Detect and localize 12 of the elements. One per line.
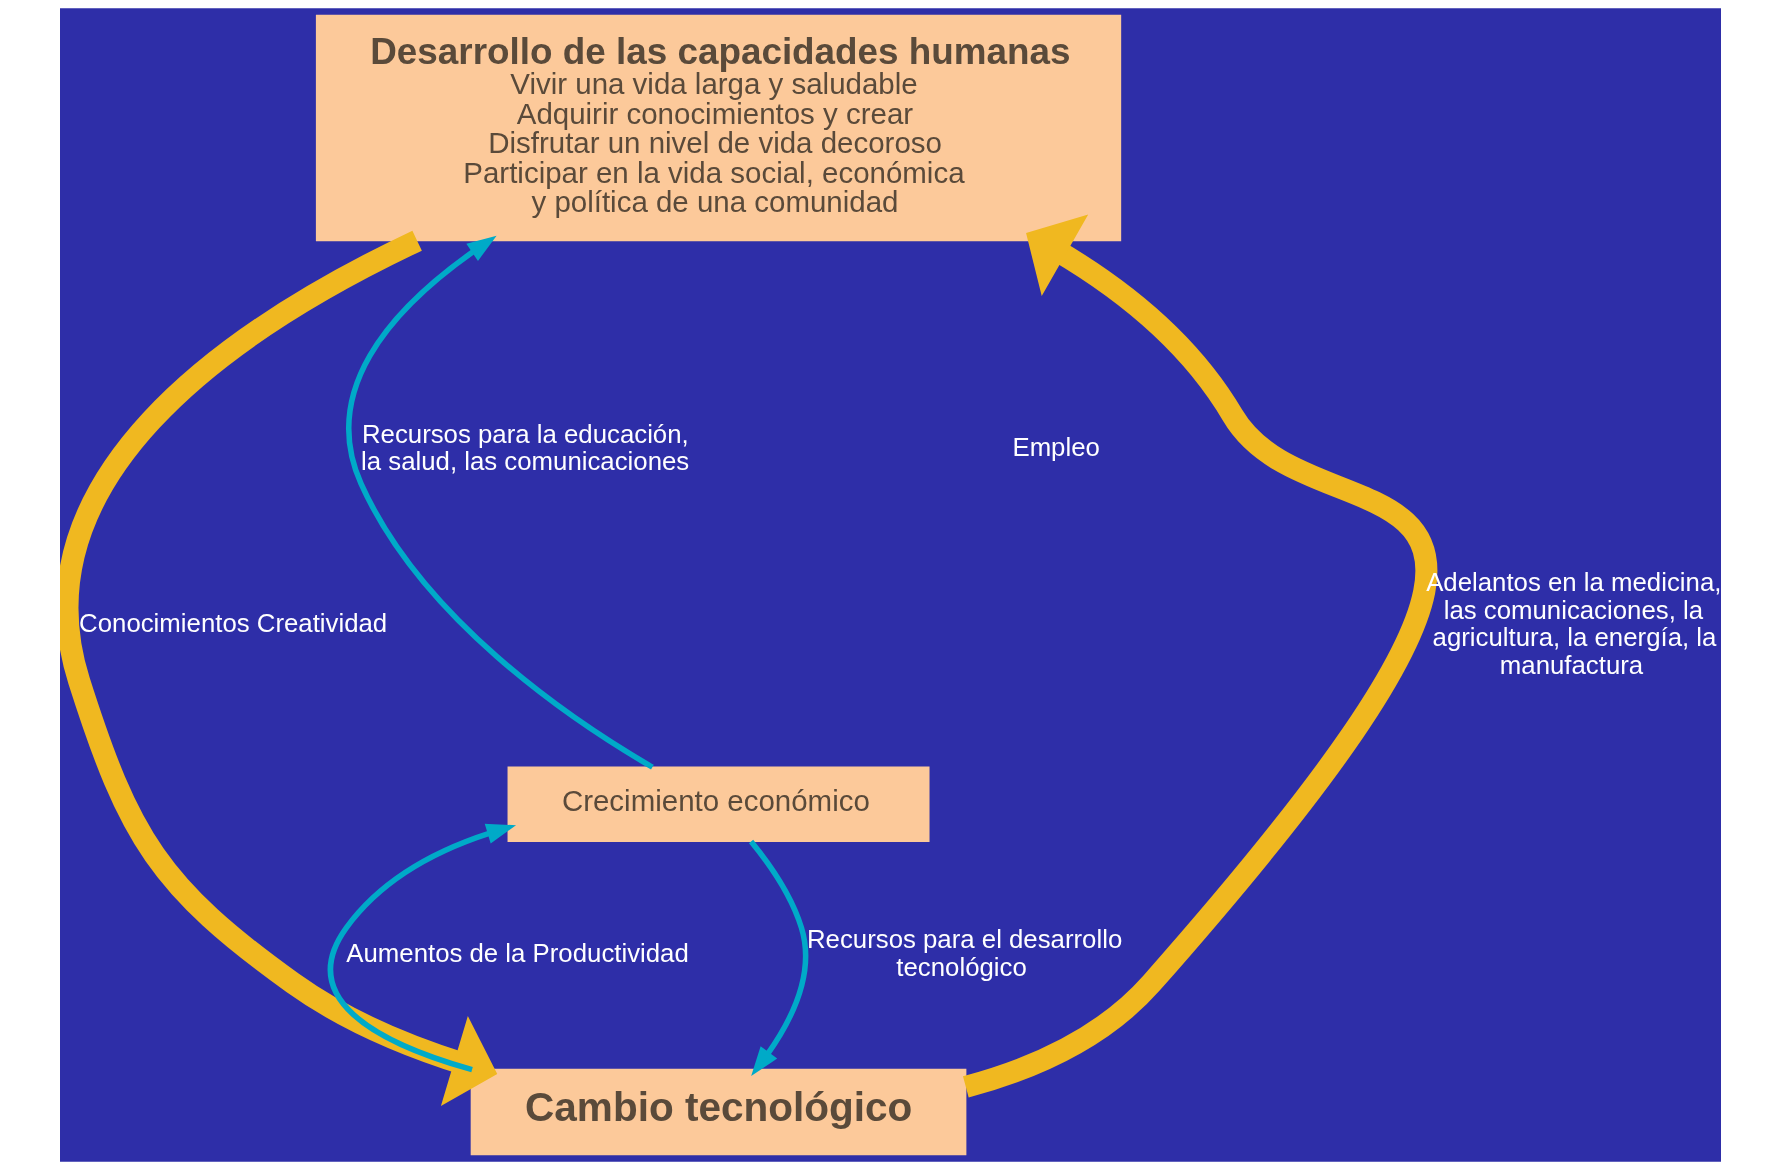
node-box: Desarrollo de las capacidades humanas Vivir una vida larga y saludable Adquirir conocimientos y crear Disfrutar un nivel de vida decoroso Participar en la vida social, económica y política de una comunidad: [315, 14, 1122, 242]
node-box: Crecimiento económico: [507, 766, 930, 843]
edge-label: Aumentos de la Productividad: [346, 939, 689, 968]
arrow: [962, 214, 1437, 1098]
edge-label: Recursos para la educación, la salud, las comunicaciones: [361, 419, 690, 476]
label: Empleo: [1012, 433, 1100, 462]
arrow: [748, 839, 809, 1077]
arrow: [328, 823, 517, 1073]
arrow: [346, 235, 654, 770]
node-box: Cambio tecnológico: [470, 1068, 967, 1156]
edge-label: Recursos para el desarrollo tecnológico: [806, 925, 1123, 982]
edge-label: Conocimientos Creatividad: [79, 609, 388, 638]
